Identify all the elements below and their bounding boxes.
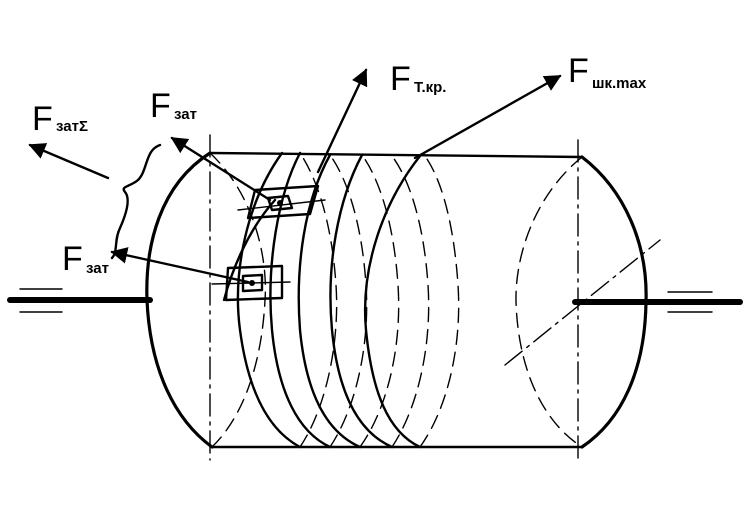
svg-text:зат: зат: [174, 106, 197, 123]
label-f-shk-max: F шк.max: [568, 52, 647, 92]
arrow-f-t-kr: [316, 68, 368, 174]
arrow-f-zat-top: [170, 136, 272, 202]
arrow-f-zat-sum: [28, 143, 110, 180]
label-f-zat-top: F зат: [150, 87, 197, 125]
svg-text:F: F: [568, 52, 589, 90]
svg-text:зат: зат: [86, 260, 109, 277]
force-arrows: [28, 68, 562, 284]
arrow-f-zat-bottom: [110, 247, 250, 284]
svg-text:шк.max: шк.max: [592, 75, 647, 92]
svg-text:затΣ: затΣ: [56, 118, 88, 135]
label-f-zat-sum: F затΣ: [32, 100, 88, 138]
sum-brace: [110, 143, 162, 260]
svg-text:F: F: [390, 60, 411, 98]
svg-text:F: F: [150, 87, 171, 125]
drum-body: [145, 151, 648, 449]
shaft-right: [572, 291, 743, 313]
label-f-t-kr: F Т.кр.: [390, 60, 446, 98]
label-f-zat-bottom: F зат: [62, 240, 109, 278]
shaft-left: [7, 288, 153, 313]
center-lines: [209, 134, 661, 463]
arrow-f-shk-max: [413, 74, 562, 160]
svg-text:Т.кр.: Т.кр.: [414, 79, 446, 96]
clamp-lower: [211, 198, 291, 302]
svg-text:F: F: [32, 100, 53, 138]
svg-text:F: F: [62, 240, 83, 278]
